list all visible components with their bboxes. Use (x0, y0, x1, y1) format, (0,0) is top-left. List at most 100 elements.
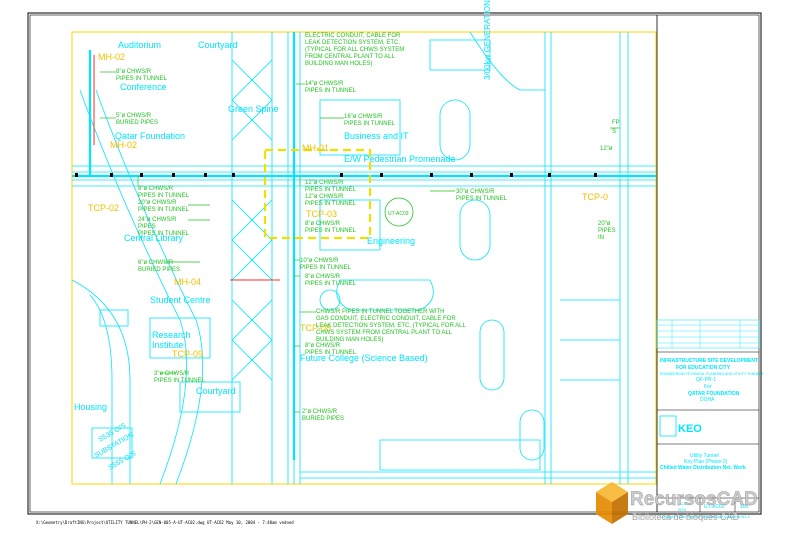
pipe-12in-a: 12"ø CHWS/R (305, 180, 344, 186)
sheet-title-1: Utility Tunnel (690, 453, 719, 459)
scale-value: NTS (678, 507, 686, 512)
pipe-5in-buried: BURIED PIPES (116, 120, 158, 126)
manhole-connections (93, 55, 280, 281)
watermark-tagline: Biblioteca de bloques CAD (632, 512, 740, 522)
qatar-foundation-label: Qatar Foundation (115, 131, 185, 141)
pipe-8in-b: 8"ø CHWS/R (138, 186, 174, 192)
sheet-inner-border (29, 14, 760, 513)
note-mid-2: GAS CONDUIT, ELECTRIC CONDUIT, CABLE FOR (316, 316, 456, 322)
future-college-label: Future College (Science Based) (300, 353, 428, 363)
pipe-6in: 6"ø CHWS/R (138, 260, 174, 266)
client-line-1: For (704, 384, 712, 390)
note-top-5: BUILDING MAN HOLES) (305, 61, 372, 67)
pipe-16in-tunnel: PIPES IN TUNNEL (344, 121, 396, 127)
viewport-border (71, 31, 657, 485)
tcp02-label: TCP-02 (88, 203, 119, 213)
pipe-8in-b-tunnel: PIPES IN TUNNEL (138, 193, 190, 199)
pipe-30in: 30"ø CHWS/R (456, 189, 495, 195)
recursoscad-watermark: RecursosCAD Biblioteca de bloques CAD (596, 482, 758, 524)
pipe-20in: 20"ø CHWS/R (138, 200, 177, 206)
sheet-outer-border (27, 12, 762, 515)
client-line-3: DOHA (700, 397, 715, 403)
right-in: IN (598, 235, 604, 241)
drawing-number: UT-AC02 (704, 504, 725, 510)
revision-number: 100 (740, 504, 749, 510)
note-top-3: (TYPICAL FOR ALL CHWS SYSTEM (305, 47, 404, 53)
pipe-3in: 3"ø CHWS/R (154, 371, 190, 377)
pipe-14in-tunnel: PIPES IN TUNNEL (305, 88, 357, 94)
pipe-6in-buried: BURIED PIPES (138, 267, 180, 273)
pipe-2in: 2"ø CHWS/R (302, 409, 338, 415)
right-fp: FP (612, 120, 620, 126)
right-s: S (612, 129, 616, 135)
pipe-8in-top-tunnel: PIPES IN TUNNEL (116, 76, 168, 82)
right-20in: 20"ø (598, 221, 611, 227)
project-line-1: INFRASTRUCTURE SITE DEVELOPMENT (660, 358, 758, 364)
sheet-title-3: Chilled Water Distribution Net. Work (660, 465, 746, 471)
manhole-mh01: MH-01 (302, 143, 329, 153)
watermark-brand: RecursosCAD (630, 489, 758, 510)
tcp-right-label: TCP-0 (582, 192, 608, 202)
student-centre-label: Student Centre (150, 295, 211, 305)
pipe-10in-tunnel: PIPES IN TUNNEL (300, 265, 352, 271)
manhole-mh04: MH-04 (174, 277, 201, 287)
project-line-4: QF-PR-1 (696, 377, 716, 383)
sheet-title-2: Key Plan (Phase-2) (684, 459, 728, 465)
pipe-14in: 14"ø CHWS/R (305, 81, 344, 87)
manhole-mh02-top: MH-02 (98, 52, 125, 62)
tcp08-label: TCP-08 (300, 323, 331, 333)
auditorium-label: Auditorium (118, 40, 161, 50)
project-line-2: FOR EDUCATION CITY (676, 365, 731, 371)
right-pipes: PIPES (598, 228, 616, 234)
tcp03-highlight-box (263, 148, 372, 240)
pipe-8in-e-tunnel: PIPES IN TUNNEL (305, 350, 357, 356)
pipe-10in: 10"ø CHWS/R (300, 258, 339, 264)
note-mid-4: CHWS SYSTEM FROM CENTRAL PLANT TO ALL (316, 330, 453, 336)
courtyard-top-label: Courtyard (198, 40, 238, 50)
pipe-2in-buried: BURIED PIPES (302, 416, 344, 422)
scale-label: SCALE (678, 501, 691, 506)
pipe-30in-tunnel: PIPES IN TUNNEL (456, 196, 508, 202)
note-top-2: LEAK DETECTION SYSTEM, ETC. (305, 40, 400, 46)
tunnel-nodes (75, 173, 597, 177)
pipe-12in-a-tunnel: PIPES IN TUNNEL (305, 187, 357, 193)
green-spine-label: Green Spine (228, 104, 279, 114)
pipe-3in-tunnel: PIPES IN TUNNEL (154, 378, 206, 384)
ut-ac03-label: UT-AC03 (388, 211, 409, 217)
cube-logo-icon (596, 482, 628, 524)
tcp09-label: TCP-09 (172, 349, 203, 359)
generation-label: 3/00kw GENERATION (483, 0, 492, 80)
pipe-5in: 5"ø CHWS/R (116, 113, 152, 119)
housing-label: Housing (74, 402, 107, 412)
business-it-label: Business and IT (344, 131, 409, 141)
note-top-4: FROM CENTRAL PLANT TO ALL (305, 54, 395, 60)
pipe-20in-tunnel: PIPES IN TUNNEL (138, 207, 190, 213)
promenade-label: E/W Pedestrian Promenade (344, 154, 456, 164)
pipe-8in-e: 8"ø CHWS/R (305, 343, 341, 349)
conference-label: Conference (120, 82, 167, 92)
pipe-24in-pipes: PIPES (138, 224, 156, 230)
pipe-8in-c-tunnel: PIPES IN TUNNEL (305, 228, 357, 234)
right-12in: 12"ø (600, 146, 613, 152)
ut-ac03-callout-circle (384, 197, 414, 227)
client-line-2: QATAR FOUNDATION (688, 391, 740, 397)
file-path-footer: X:\Geometry\DraftING\Project\UTILITY TUN… (36, 520, 294, 525)
keo-logo: KEO (678, 423, 702, 435)
note-mid-3: LEAK DETECTION SYSTEM, ETC. (TYPICAL FOR… (316, 323, 466, 329)
central-library-label: Central Library (124, 233, 184, 243)
pipe-8in-c: 8"ø CHWS/R (305, 221, 341, 227)
title-block (656, 319, 760, 512)
copyright-text: Copyright © 2004 by KEO International Co… (660, 515, 751, 519)
site-linework (71, 31, 656, 485)
pipe-24in: 24"ø CHWS/R (138, 217, 177, 223)
engineering-label: Engineering (367, 236, 415, 246)
pipe-8in-d-tunnel: PIPES IN TUNNEL (305, 281, 357, 287)
pipe-8in-top: 8"ø CHWS/R (116, 69, 152, 75)
note-mid-1: CHWS/R PIPES IN TUNNEL TOGETHER WITH (316, 309, 444, 315)
tunnel-route (72, 32, 656, 460)
courtyard-bottom-label: Courtyard (196, 386, 236, 396)
tcp03-label: TCP-03 (306, 209, 337, 219)
manhole-mh02-mid: MH-02 (110, 140, 137, 150)
note-mid-5: BUILDING MAN HOLES) (316, 337, 383, 343)
